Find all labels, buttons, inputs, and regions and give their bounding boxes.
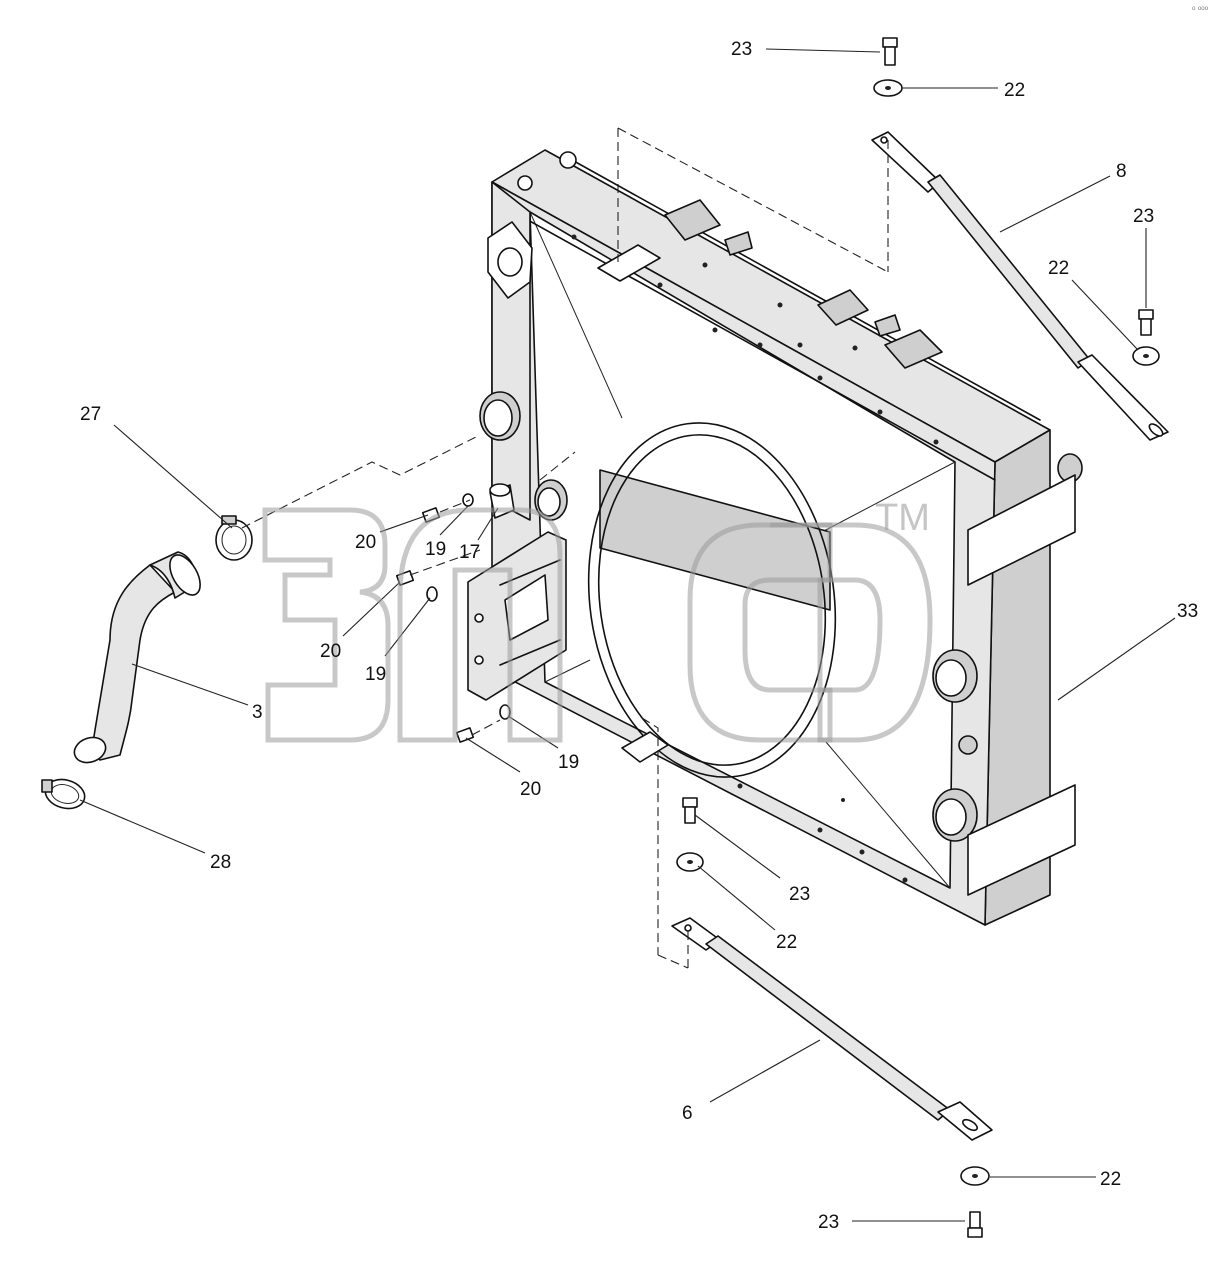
label-22-right: 22 xyxy=(1048,258,1069,279)
bolt-20-c xyxy=(455,727,475,743)
watermark-glyph-3 xyxy=(687,522,833,743)
washer-19-b xyxy=(426,586,438,602)
watermark-glyph-2 xyxy=(397,507,563,743)
top-bracket-2 xyxy=(817,289,869,326)
label-23-bottom: 23 xyxy=(818,1212,839,1233)
label-3: 3 xyxy=(252,702,263,723)
hose-body xyxy=(93,564,176,761)
hose-end-lower xyxy=(73,736,107,764)
label-23-top: 23 xyxy=(731,39,752,60)
watermark-logo: TM xyxy=(262,497,933,743)
tie-rod-8-lower-end xyxy=(1077,354,1169,441)
label-33: 33 xyxy=(1177,601,1198,622)
radiator-assembly xyxy=(479,149,1083,926)
top-bracket-1 xyxy=(664,199,721,241)
label-22-top: 22 xyxy=(1004,80,1025,101)
washer-19-a xyxy=(462,493,474,507)
label-19-b: 19 xyxy=(365,664,386,685)
watermark-glyph-1 xyxy=(262,507,391,743)
coolant-hose xyxy=(73,551,201,764)
label-23-right: 23 xyxy=(1133,206,1154,227)
bolt-23-top xyxy=(882,37,898,66)
callout-labels: 23 22 8 23 22 27 20 19 17 20 19 3 19 20 … xyxy=(80,39,1198,1233)
label-19-c: 19 xyxy=(558,752,579,773)
watermark-glyph-4 xyxy=(770,522,933,743)
filler-cap xyxy=(559,151,577,169)
hose-clamp-28 xyxy=(41,778,86,810)
label-23-mid: 23 xyxy=(789,884,810,905)
side-bracket-lower xyxy=(967,784,1076,896)
upper-port xyxy=(497,247,523,277)
label-20-b: 20 xyxy=(320,641,341,662)
label-20-a: 20 xyxy=(355,532,376,553)
hose-clamp-27 xyxy=(215,515,253,561)
bolt-23-bottom xyxy=(967,1211,983,1238)
top-bracket-3 xyxy=(884,329,943,369)
top-mount-tab xyxy=(597,244,661,282)
mount-bracket xyxy=(467,531,567,701)
bolt-23-mid xyxy=(682,797,698,824)
assembly-center-lines xyxy=(241,127,889,969)
leader-lines xyxy=(79,48,1176,1222)
side-bracket-upper xyxy=(967,474,1076,586)
fan-ring xyxy=(587,422,837,778)
label-19-a: 19 xyxy=(425,539,446,560)
label-20-c: 20 xyxy=(520,779,541,800)
label-8: 8 xyxy=(1116,161,1127,182)
tie-rod-6 xyxy=(671,917,993,1141)
label-28: 28 xyxy=(210,852,231,873)
label-22-bottom: 22 xyxy=(1100,1169,1121,1190)
top-tab-small-1 xyxy=(724,231,753,256)
tie-rod-8 xyxy=(871,131,1169,441)
drain-valve xyxy=(958,735,978,755)
label-6: 6 xyxy=(682,1103,693,1124)
label-22-mid: 22 xyxy=(776,932,797,953)
bottom-mount-tab xyxy=(621,731,669,763)
top-tab-small-2 xyxy=(874,314,901,337)
bolt-23-right xyxy=(1138,309,1154,336)
corner-mark: ᵒ ᵒᵒᵒ xyxy=(1192,4,1209,14)
label-17: 17 xyxy=(459,542,480,563)
tie-rod-6-shaft xyxy=(705,935,951,1121)
label-27: 27 xyxy=(80,404,101,425)
trademark-symbol: TM xyxy=(875,497,930,539)
